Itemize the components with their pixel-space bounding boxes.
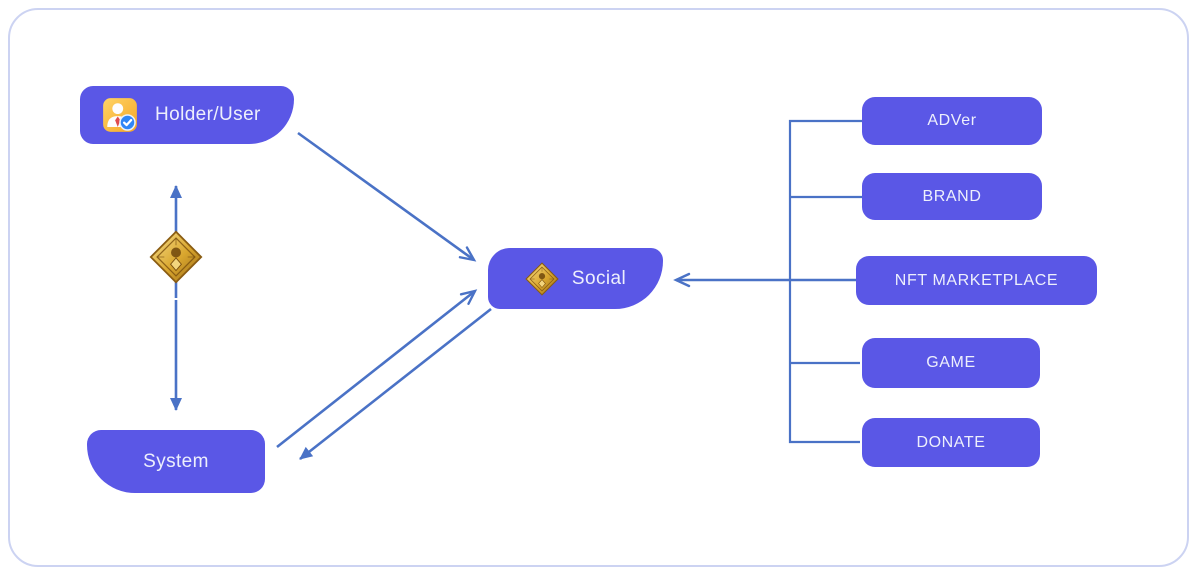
node-system[interactable]: System (87, 430, 265, 493)
node-holder-user[interactable]: Holder/User (80, 86, 294, 144)
arrow-holder-to-social (297, 131, 477, 262)
node-label-game: GAME (926, 354, 976, 371)
arrow-social-to-system (299, 307, 492, 461)
gold-token-icon (149, 230, 203, 284)
node-label-holder-user: Holder/User (155, 104, 261, 125)
node-label-adver: ADVer (927, 112, 977, 129)
node-donate[interactable]: DONATE (862, 418, 1040, 467)
node-label-donate: DONATE (916, 433, 986, 451)
node-label-system: System (143, 450, 209, 472)
arrow-system-to-social (276, 289, 478, 449)
bracket-right-group (788, 119, 862, 444)
node-brand[interactable]: BRAND (862, 173, 1042, 220)
node-label-brand: BRAND (922, 187, 982, 205)
node-game[interactable]: GAME (862, 338, 1040, 388)
node-label-nft-marketplace: NFT MARKETPLACE (894, 271, 1059, 289)
node-adver[interactable]: ADVer (862, 97, 1042, 145)
node-label-social: Social (571, 267, 627, 289)
node-nft-marketplace[interactable]: NFT MARKETPLACE (856, 256, 1097, 305)
canvas-border (8, 8, 1189, 567)
node-social[interactable]: Social (488, 248, 663, 309)
verified-user-icon (103, 98, 137, 132)
gold-token-icon (525, 261, 559, 296)
